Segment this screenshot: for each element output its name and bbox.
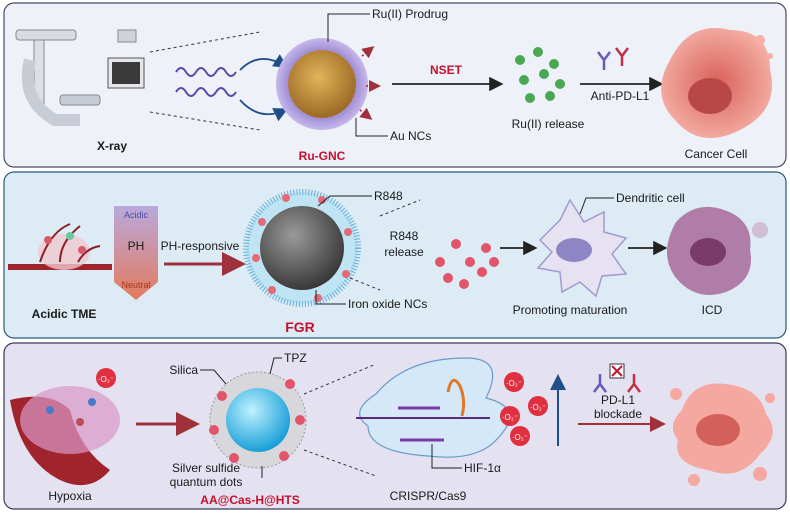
ph-gradient-bar bbox=[114, 206, 158, 300]
cancer-cell-icon bbox=[661, 28, 773, 138]
superoxide-symbol-2: ·O₂⁻ bbox=[506, 379, 522, 388]
hts-label: AA@Cas-H@HTS bbox=[200, 493, 299, 507]
pdl1-label-2: blockade bbox=[594, 407, 642, 421]
xray-wave-bottom bbox=[175, 87, 237, 97]
leader-prodrug bbox=[327, 13, 370, 42]
leader-au-ncs bbox=[355, 118, 388, 137]
tpz-label: TPZ bbox=[284, 351, 307, 365]
icd-label: ICD bbox=[702, 303, 723, 317]
leader-r848 bbox=[317, 195, 372, 207]
hif-label: HIF-1α bbox=[464, 461, 501, 475]
dying-cancer-cell-icon bbox=[670, 383, 775, 486]
zoom-line-3-top bbox=[303, 363, 377, 395]
leader-dendritic bbox=[579, 197, 614, 215]
ru-release-label: Ru(II) release bbox=[512, 117, 585, 131]
superoxide-symbol-5: ·O₂⁻ bbox=[512, 433, 528, 442]
dendritic-cell-icon bbox=[536, 198, 628, 298]
xray-label: X-ray bbox=[97, 139, 127, 153]
superoxide-symbol-1: ·O₂⁻ bbox=[98, 375, 114, 384]
ph-neutral-label: Neutral bbox=[121, 280, 150, 290]
ph-label: PH bbox=[128, 239, 145, 253]
crispr-cas9-icon bbox=[356, 357, 511, 458]
r848-release-label-2: release bbox=[384, 245, 424, 259]
panel-ph-responsive-fgr bbox=[3, 171, 787, 339]
dendritic-label: Dendritic cell bbox=[616, 191, 685, 205]
zoom-line-3-bottom bbox=[303, 449, 377, 477]
beam-edge-bottom bbox=[149, 111, 261, 131]
leader-silica bbox=[200, 369, 227, 385]
leader-tpz bbox=[269, 357, 282, 375]
ph-responsive-label: PH-responsive bbox=[161, 239, 240, 253]
panel-xray-ru-gnc bbox=[3, 2, 787, 168]
xray-wave-top bbox=[175, 67, 237, 77]
anti-pdl1-label: Anti-PD-L1 bbox=[591, 89, 650, 103]
ph-acidic-label: Acidic bbox=[124, 210, 149, 220]
au-ncs-label: Au NCs bbox=[390, 129, 431, 143]
leader-hif bbox=[431, 444, 462, 469]
zoom-line-bottom bbox=[349, 277, 381, 291]
fgr-particle bbox=[243, 189, 361, 307]
acidic-tme-icon bbox=[8, 223, 112, 270]
silver-label-1: Silver sulfide bbox=[172, 461, 240, 475]
hypoxia-tissue-icon bbox=[10, 386, 120, 486]
r848-dots bbox=[435, 239, 499, 289]
cancer-cell-label: Cancer Cell bbox=[685, 147, 748, 161]
leader-iron-oxide bbox=[315, 290, 346, 305]
superoxide-group bbox=[500, 372, 548, 446]
zoom-line-top bbox=[379, 199, 421, 217]
prodrug-label: Ru(II) Prodrug bbox=[372, 7, 448, 21]
silica-label: Silica bbox=[169, 363, 198, 377]
superoxide-icon: ·O₂⁻ bbox=[96, 368, 116, 388]
superoxide-symbol-4: ·O₂⁻ bbox=[530, 403, 546, 412]
antibody-icon bbox=[597, 47, 629, 70]
icd-cell-icon bbox=[667, 206, 768, 295]
wave-arrow-bottom bbox=[239, 99, 289, 122]
fgr-label: FGR bbox=[285, 319, 315, 335]
ru-gnc-particle bbox=[276, 38, 368, 130]
hypoxia-label: Hypoxia bbox=[48, 489, 92, 503]
acidic-tme-label: Acidic TME bbox=[32, 307, 97, 321]
r848-label: R848 bbox=[374, 189, 403, 203]
superoxide-symbol-3: ·O₂⁻ bbox=[502, 413, 518, 422]
pdl1-label-1: PD-L1 bbox=[601, 393, 635, 407]
ru-gnc-label: Ru-GNC bbox=[299, 149, 346, 163]
ru-release-dots bbox=[515, 47, 565, 103]
aa-cas-h-hts-particle bbox=[209, 371, 307, 469]
crispr-label: CRISPR/Cas9 bbox=[390, 489, 467, 503]
r848-release-label-1: R848 bbox=[390, 229, 419, 243]
xray-machine-icon bbox=[15, 29, 145, 126]
nset-label: NSET bbox=[430, 63, 463, 77]
iron-oxide-label: Iron oxide NCs bbox=[348, 297, 427, 311]
pdl1-blockade-icon bbox=[593, 363, 641, 393]
beam-edge-top bbox=[149, 31, 261, 53]
silver-label-2: quantum dots bbox=[170, 475, 243, 489]
promoting-label: Promoting maturation bbox=[513, 303, 628, 317]
